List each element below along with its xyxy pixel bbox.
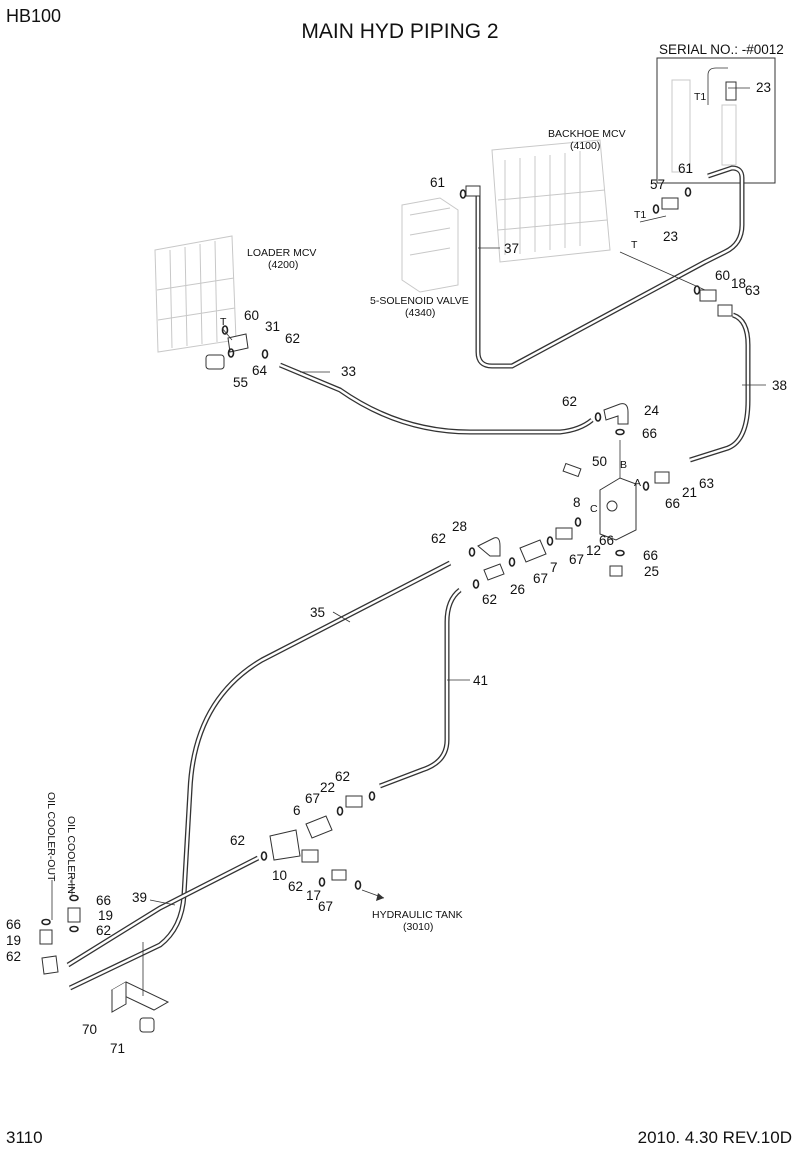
callout-31: 31 <box>265 319 280 334</box>
callout-12: 12 <box>586 543 601 558</box>
callout-21: 21 <box>682 485 697 500</box>
serial-frame <box>656 57 776 184</box>
hose-37 <box>475 165 745 369</box>
port-t1-backhoe: T1 <box>634 209 646 221</box>
callout-18: 18 <box>731 276 746 291</box>
callouts: 61 37 57 61 23 60 18 63 60 31 62 64 55 3… <box>6 161 787 1056</box>
callout-37: 37 <box>504 241 519 256</box>
hose-41 <box>379 588 462 789</box>
hose-38 <box>689 312 751 463</box>
callout-39: 39 <box>132 890 147 905</box>
callout-66-elbow: 66 <box>642 426 657 441</box>
callout-22: 22 <box>320 780 335 795</box>
hose-39 <box>66 855 260 968</box>
callout-67-tank: 67 <box>318 899 333 914</box>
callout-28: 28 <box>452 519 467 534</box>
callout-55: 55 <box>233 375 248 390</box>
callout-60-backhoe: 60 <box>715 268 730 283</box>
callout-67-lower: 67 <box>305 791 320 806</box>
callout-62-elbow: 62 <box>562 394 577 409</box>
callout-62-cooler: 62 <box>230 833 245 848</box>
callout-66-cooler-in: 66 <box>96 893 111 908</box>
callout-66-cooler-out: 66 <box>6 917 21 932</box>
callout-67-mid: 67 <box>569 552 584 567</box>
callout-23: 23 <box>663 229 678 244</box>
backhoe-mcv-sketch <box>491 139 611 263</box>
port-t-backhoe: T <box>631 239 638 251</box>
fittings <box>39 185 733 1033</box>
solenoid-valve-sketch <box>401 197 459 293</box>
model-label: HB100 <box>6 6 62 26</box>
serial-label: SERIAL NO.: -#0012 <box>659 42 784 57</box>
page-number: 3110 <box>6 1128 43 1147</box>
callout-19-cooler-in: 19 <box>98 908 113 923</box>
revision-date: 2010. 4.30 REV.10D <box>637 1128 792 1147</box>
callout-7: 7 <box>550 560 558 575</box>
loader-mcv-name: LOADER MCV <box>247 247 316 259</box>
callout-62-loader: 62 <box>285 331 300 346</box>
callout-57: 57 <box>650 177 665 192</box>
callout-24: 24 <box>644 403 660 418</box>
callout-61-backhoe: 61 <box>678 161 693 176</box>
hydraulic-tank-code: (3010) <box>403 921 433 933</box>
port-a: A <box>634 477 641 489</box>
backhoe-mcv-code: (4100) <box>570 140 600 152</box>
solenoid-valve-name: 5-SOLENOID VALVE <box>370 295 469 307</box>
hose-35 <box>68 560 452 991</box>
serial-valve-sketch <box>671 67 750 173</box>
callout-66-c: 66 <box>599 533 614 548</box>
leader-lines <box>51 215 766 996</box>
callout-50: 50 <box>592 454 607 469</box>
callout-38: 38 <box>772 378 787 393</box>
page-title: MAIN HYD PIPING 2 <box>301 20 499 43</box>
callout-70: 70 <box>82 1022 97 1037</box>
callout-33: 33 <box>341 364 356 379</box>
serial-inset: SERIAL NO.: -#0012 T1 23 <box>656 42 784 184</box>
solenoid-valve-code: (4340) <box>405 307 435 319</box>
callout-61-solenoid: 61 <box>430 175 445 190</box>
callout-64: 64 <box>252 363 268 378</box>
callout-41: 41 <box>473 673 488 688</box>
serial-port-t1: T1 <box>694 91 706 103</box>
loader-mcv-code: (4200) <box>268 259 298 271</box>
callout-6: 6 <box>293 803 301 818</box>
callout-67-tee: 67 <box>533 571 548 586</box>
callout-17: 17 <box>306 888 321 903</box>
callout-60-loader: 60 <box>244 308 259 323</box>
callout-25: 25 <box>644 564 659 579</box>
callout-62-tee: 62 <box>482 592 497 607</box>
callout-66-a: 66 <box>665 496 680 511</box>
callout-71: 71 <box>110 1041 125 1056</box>
oil-cooler-in-label: OIL COOLER-IN <box>65 816 77 894</box>
callout-19-cooler-out: 19 <box>6 933 21 948</box>
callout-63-a: 63 <box>699 476 714 491</box>
callout-10: 10 <box>272 868 287 883</box>
port-c: C <box>590 503 598 515</box>
callout-35: 35 <box>310 605 325 620</box>
callout-62-lower: 62 <box>335 769 350 784</box>
callout-62-tank: 62 <box>288 879 303 894</box>
callout-62-cooler-out: 62 <box>6 949 21 964</box>
oil-cooler-out-label: OIL COOLER-OUT <box>45 792 57 882</box>
callout-63-backhoe: 63 <box>745 283 760 298</box>
callout-62-cooler-in: 62 <box>96 923 111 938</box>
backhoe-mcv-name: BACKHOE MCV <box>548 128 626 140</box>
callout-8: 8 <box>573 495 581 510</box>
callout-26: 26 <box>510 582 525 597</box>
callout-23-serial: 23 <box>756 80 771 95</box>
callout-62-mid: 62 <box>431 531 446 546</box>
hydraulic-tank-name: HYDRAULIC TANK <box>372 909 463 921</box>
port-b: B <box>620 459 627 471</box>
hose-33 <box>279 362 594 435</box>
callout-66-bottom: 66 <box>643 548 658 563</box>
port-t-loader: T <box>220 316 227 328</box>
